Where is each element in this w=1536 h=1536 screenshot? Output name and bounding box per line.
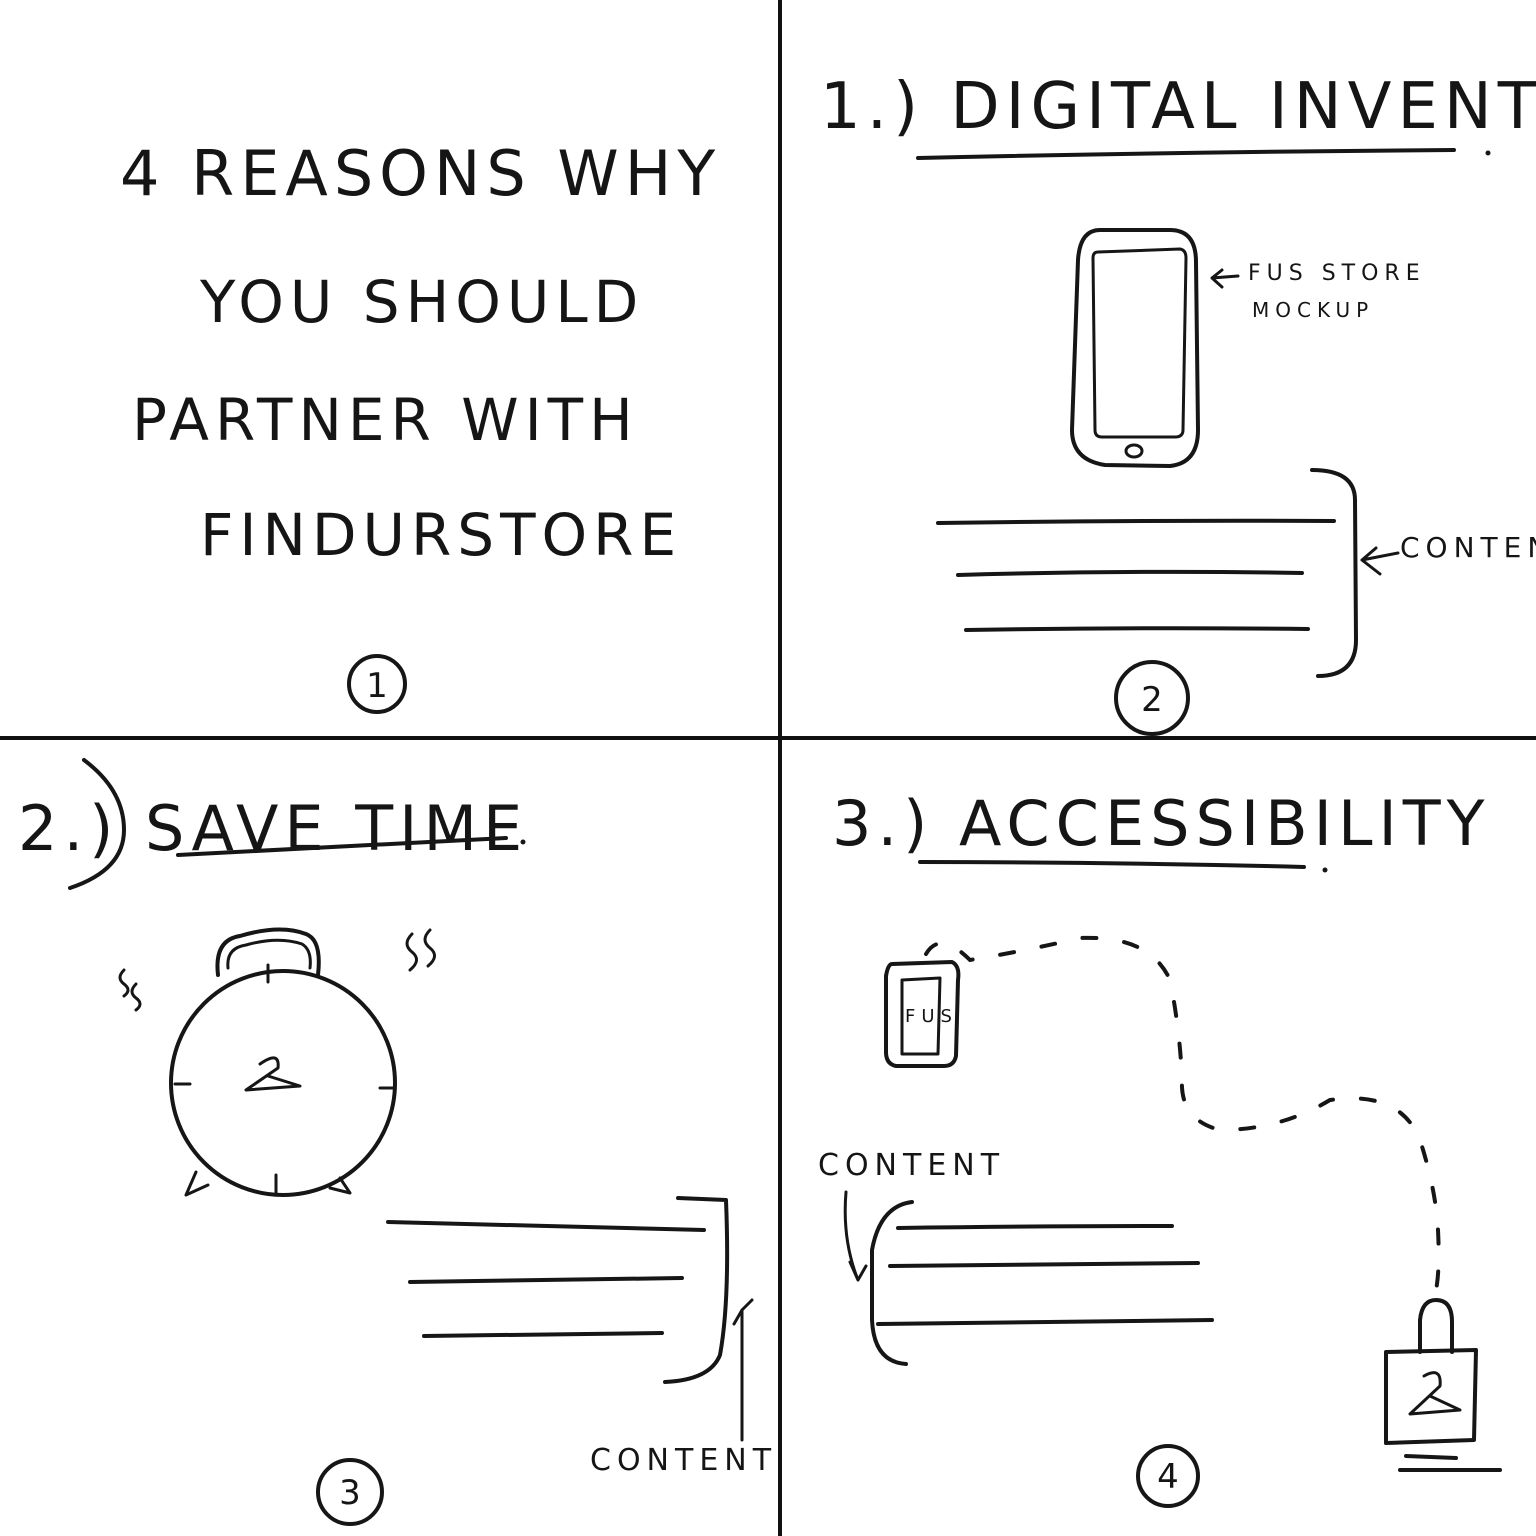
bracket bbox=[663, 1196, 730, 1384]
content-line bbox=[876, 1318, 1214, 1326]
heading-paren bbox=[68, 758, 126, 890]
content-line bbox=[896, 1224, 1174, 1230]
arrow-icon bbox=[1210, 268, 1240, 289]
panel-4: 3.) ACCESSIBILITY FUS CONTENT 4 bbox=[818, 787, 1502, 1508]
heading-underline bbox=[918, 860, 1306, 869]
panel-number: 2 bbox=[1141, 680, 1163, 720]
panel-number-circle bbox=[316, 1458, 384, 1526]
panel-number-circle bbox=[1114, 660, 1190, 736]
phone-mockup-icon bbox=[1070, 228, 1200, 468]
content-line bbox=[386, 1220, 706, 1232]
panel-number: 1 bbox=[366, 666, 388, 706]
ring-marks bbox=[405, 928, 436, 972]
mockup-label-line-2: MOCKUP bbox=[1252, 298, 1374, 322]
content-line bbox=[888, 1261, 1200, 1268]
arrow-icon bbox=[843, 1190, 868, 1282]
panel-number: 3 bbox=[339, 1473, 361, 1513]
ring-marks bbox=[118, 968, 142, 1012]
heading-dot bbox=[1322, 867, 1328, 873]
heading-underline bbox=[916, 148, 1456, 160]
content-label: CONTENT bbox=[1400, 531, 1536, 564]
heading-dot bbox=[520, 839, 526, 845]
heading-dot bbox=[1485, 150, 1491, 156]
panel-number-circle bbox=[347, 654, 407, 714]
panel-heading: 3.) ACCESSIBILITY bbox=[832, 787, 1491, 860]
content-line bbox=[964, 626, 1310, 632]
title-line-4: FINDURSTORE bbox=[200, 501, 682, 569]
content-label: CONTENT bbox=[590, 1443, 777, 1478]
panel-number-circle bbox=[1136, 1444, 1200, 1508]
phone-label: FUS bbox=[905, 1006, 958, 1027]
bracket bbox=[870, 1200, 914, 1366]
title-line-1: 4 REASONS WHY bbox=[120, 137, 721, 210]
arrow-icon bbox=[1360, 546, 1400, 576]
mockup-label-line-1: FUS STORE bbox=[1248, 261, 1426, 286]
phone-icon: FUS bbox=[884, 960, 961, 1068]
heading-underline bbox=[176, 836, 508, 857]
title-line-3: PARTNER WITH bbox=[132, 386, 639, 454]
panel-heading: 2.) SAVE TIME bbox=[18, 792, 528, 865]
content-line bbox=[956, 569, 1304, 577]
content-line bbox=[936, 518, 1336, 525]
bracket bbox=[1310, 468, 1358, 678]
title-line-2: YOU SHOULD bbox=[199, 268, 644, 336]
shopping-bag-icon bbox=[1384, 1298, 1502, 1472]
arrow-icon bbox=[732, 1298, 754, 1442]
panel-1: 4 REASONS WHY YOU SHOULD PARTNER WITH FI… bbox=[120, 137, 721, 714]
content-line bbox=[408, 1276, 684, 1284]
panel-heading: 1.) DIGITAL INVENTORY bbox=[820, 70, 1536, 144]
panel-number: 4 bbox=[1157, 1457, 1179, 1497]
content-line bbox=[422, 1331, 664, 1338]
panel-3: 2.) SAVE TIME CONTENT 3 bbox=[18, 758, 777, 1526]
content-label: CONTENT bbox=[818, 1148, 1005, 1183]
path-trail bbox=[924, 935, 1441, 1292]
alarm-clock-icon bbox=[169, 927, 397, 1197]
panel-2: 1.) DIGITAL INVENTORY FUS STORE MOCKUP C… bbox=[820, 70, 1536, 736]
